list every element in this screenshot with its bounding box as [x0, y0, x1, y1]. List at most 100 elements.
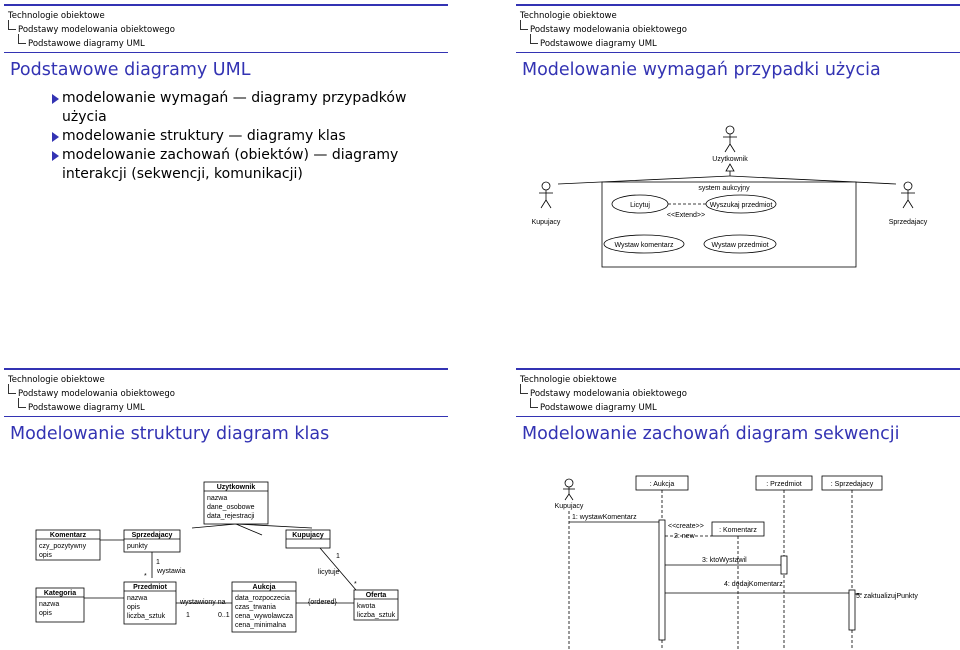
activation-bar — [780, 555, 788, 575]
multiplicity-label: 1 — [156, 559, 160, 566]
class-attr: nazwa — [207, 495, 227, 502]
use-case-label: Wystaw przedmiot — [711, 242, 768, 249]
nav-level3-label: Podstawowe diagramy UML — [28, 39, 145, 49]
multiplicity-label: 1 — [336, 553, 340, 560]
slide-podstawowe-diagramy: Technologie obiektowe Podstawy modelowan… — [4, 4, 448, 286]
lifeline-label: : Aukcja — [650, 481, 675, 488]
frame-title: Modelowanie zachowań diagram sekwencji — [522, 424, 900, 444]
actor-uzytkownik-icon — [723, 125, 737, 153]
message-label: 1: wystawKomentarz — [572, 514, 637, 521]
nav-level3-label: Podstawowe diagramy UML — [540, 39, 657, 49]
assoc-label-wystawia: wystawia — [156, 568, 186, 575]
tree-corner-icon — [8, 20, 16, 30]
lifeline-label: : Sprzedajacy — [831, 481, 874, 488]
class-name: Komentarz — [50, 532, 87, 539]
actor-label-kupujacy: Kupujacy — [532, 219, 561, 226]
triangle-bullet-icon — [52, 151, 59, 161]
slide-header: Technologie obiektowe Podstawy modelowan… — [4, 368, 448, 416]
generalization-line — [557, 175, 731, 185]
class-attr: opis — [39, 552, 52, 559]
system-label: system aukcyjny — [698, 185, 750, 192]
nav-level2[interactable]: Podstawy modelowania obiektowego — [8, 384, 175, 399]
multiplicity-label: 1 — [186, 612, 190, 619]
nav-level3-label: Podstawowe diagramy UML — [540, 403, 657, 413]
generalization-line — [729, 175, 897, 185]
object-label: : Komentarz — [719, 527, 757, 534]
class-oferta — [353, 589, 399, 621]
nav-level1[interactable]: Technologie obiektowe — [8, 11, 105, 21]
nav-level2-label: Podstawy modelowania obiektowego — [530, 389, 687, 399]
message-label: 3: ktoWystawil — [702, 557, 747, 564]
class-uzytkownik — [203, 481, 269, 525]
class-name: Kategoria — [44, 590, 76, 597]
use-case-wystaw-komentarz — [603, 234, 685, 254]
generalization-arrow-icon — [725, 163, 735, 172]
class-attr: nazwa — [39, 601, 59, 608]
nav-level2[interactable]: Podstawy modelowania obiektowego — [520, 20, 687, 35]
tree-corner-icon — [530, 398, 538, 408]
lifeline-label: : Przedmiot — [766, 481, 801, 488]
actor-label-uzytkownik: Uzytkownik — [712, 156, 748, 163]
class-attr: punkty — [127, 543, 148, 550]
nav-level3[interactable]: Podstawowe diagramy UML — [18, 398, 145, 413]
header-divider — [4, 52, 448, 53]
assoc-label-wystawiony-na: wystawiony na — [179, 599, 226, 606]
nav-level2[interactable]: Podstawy modelowania obiektowego — [8, 20, 175, 35]
class-kategoria — [35, 587, 85, 623]
slide-modelowanie-struktury: Technologie obiektowe Podstawy modelowan… — [4, 368, 448, 650]
message-label: 2: new — [674, 533, 696, 540]
triangle-bullet-icon — [52, 132, 59, 142]
generalization-line — [235, 523, 263, 536]
header-divider — [516, 416, 960, 417]
assoc-label-licytuje: licytuje — [318, 569, 340, 576]
bullet-text: modelowanie wymagań — diagramy przypadkó… — [62, 90, 407, 125]
use-case-wystaw-przedmiot — [703, 234, 777, 254]
frame-title: Podstawowe diagramy UML — [10, 60, 251, 80]
nav-level1[interactable]: Technologie obiektowe — [520, 11, 617, 21]
nav-level1[interactable]: Technologie obiektowe — [8, 375, 105, 385]
tree-corner-icon — [18, 398, 26, 408]
nav-level2[interactable]: Podstawy modelowania obiektowego — [520, 384, 687, 399]
use-case-diagram: Uzytkownik system aukcyjny Kupujacy Sprz… — [532, 125, 928, 268]
nav-level3[interactable]: Podstawowe diagramy UML — [530, 398, 657, 413]
slide-modelowanie-zachowan: Technologie obiektowe Podstawy modelowan… — [516, 368, 960, 650]
multiplicity-label: * — [354, 581, 357, 588]
assoc-label-ordered: {ordered} — [308, 599, 337, 606]
sequence-diagram: Kupujacy : Aukcja : Przedmiot : Sprzedaj… — [555, 475, 918, 650]
message-label: 5: zaktualizujPunkty — [856, 593, 918, 600]
bullet-item: modelowanie zachowań (obiektów) — diagra… — [14, 146, 444, 184]
class-name: Aukcja — [253, 584, 276, 591]
slide-header: Technologie obiektowe Podstawy modelowan… — [4, 4, 448, 52]
class-sprzedajacy — [123, 529, 181, 553]
class-attr: liczba_sztuk — [357, 612, 396, 619]
nav-level1[interactable]: Technologie obiektowe — [520, 375, 617, 385]
triangle-bullet-icon — [52, 94, 59, 104]
extend-label: <<Extend>> — [667, 212, 705, 219]
class-komentarz — [35, 529, 101, 561]
class-name: Oferta — [366, 592, 387, 599]
generalization-line — [235, 523, 313, 529]
frame-title: Modelowanie struktury diagram klas — [10, 424, 330, 444]
class-name: Przedmiot — [133, 584, 168, 591]
message-label: <<create>> — [668, 523, 704, 530]
class-attr: kwota — [357, 603, 375, 610]
frame-title: Modelowanie wymagań przypadki użycia — [522, 60, 881, 80]
use-case-label: Licytuj — [630, 202, 650, 209]
class-attr: cena_minimalna — [235, 622, 286, 629]
actor-kupujacy-icon — [563, 478, 575, 501]
class-attr: opis — [127, 604, 140, 611]
bullet-item: modelowanie wymagań — diagramy przypadkó… — [14, 89, 444, 127]
class-attr: cena_wywolawcza — [235, 613, 293, 620]
class-attr: dane_osobowe — [207, 504, 255, 511]
bullet-item: modelowanie struktury — diagramy klas — [14, 127, 444, 146]
message-label: 4: dodajKomentarz — [724, 581, 783, 588]
class-diagram: Uzytkownik nazwa dane_osobowe data_rejes… — [35, 481, 399, 633]
class-attr: nazwa — [127, 595, 147, 602]
bullet-text: modelowanie zachowań (obiektów) — diagra… — [62, 147, 399, 182]
class-attr: data_rejestracji — [207, 513, 255, 520]
class-name: Kupujacy — [292, 532, 324, 539]
nav-level3[interactable]: Podstawowe diagramy UML — [18, 34, 145, 49]
bullet-list: modelowanie wymagań — diagramy przypadkó… — [14, 89, 444, 184]
nav-level3[interactable]: Podstawowe diagramy UML — [530, 34, 657, 49]
class-attr: czy_pozytywny — [39, 543, 87, 550]
